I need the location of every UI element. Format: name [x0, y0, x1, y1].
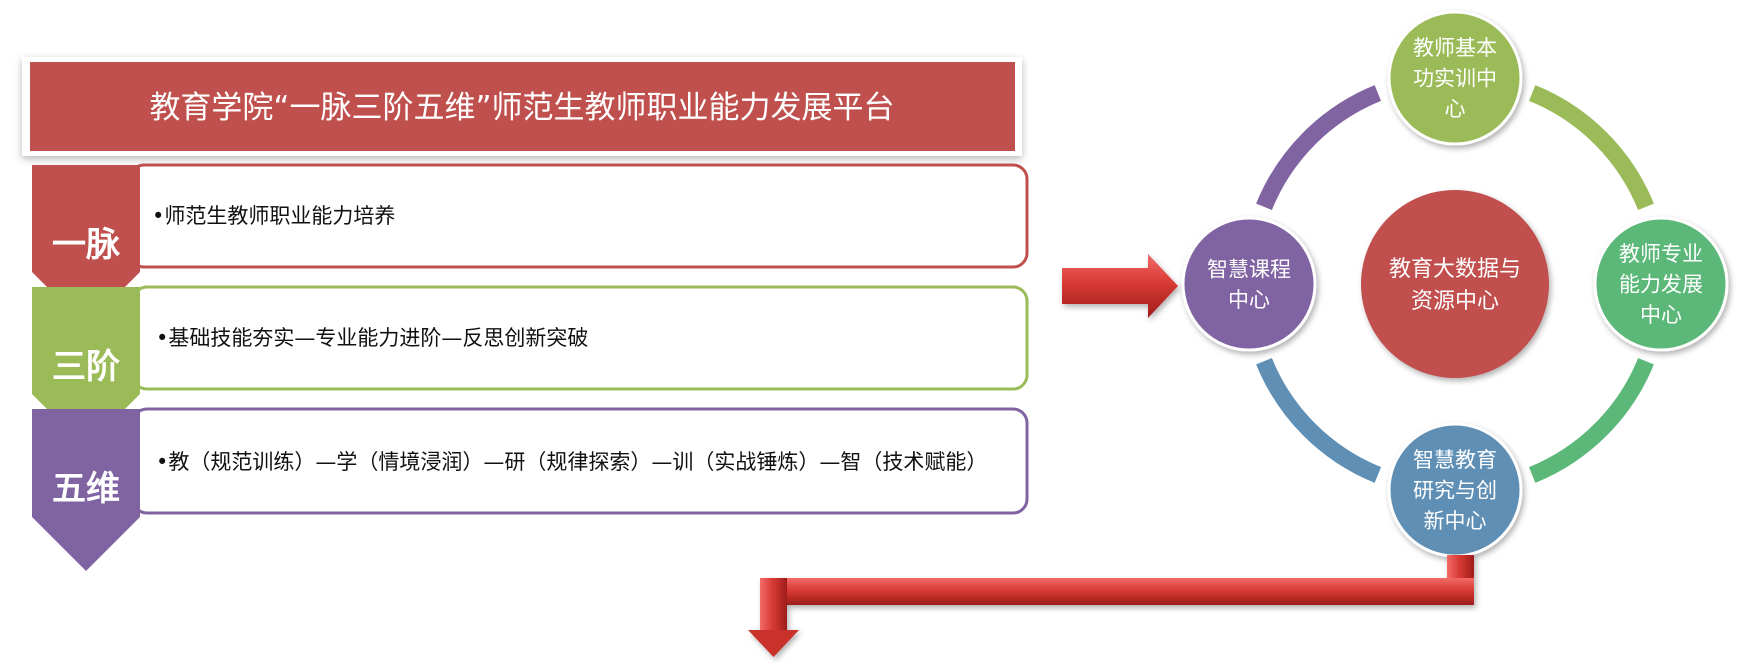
cycle-node-top-label-line-1: 教师基本 — [1413, 36, 1497, 60]
level-1-label: 一脉 — [52, 225, 121, 265]
arrow-right-icon — [1062, 254, 1178, 318]
title-banner-fill — [30, 62, 1015, 151]
level-3-chevron — [32, 409, 140, 571]
cycle-node-right-label-line-2: 能力发展 — [1619, 273, 1703, 297]
cycle-node-bottom-label-line-2: 研究与创 — [1413, 479, 1497, 503]
title-banner: 教育学院“一脉三阶五维”师范生教师职业能力发展平台 — [22, 57, 1022, 156]
elbow-arrow-icon — [748, 555, 1474, 657]
cycle-node-top-label-line-3: 心 — [1445, 97, 1466, 121]
cycle-arc-top — [1528, 85, 1654, 211]
cycle-node-left-label-line-2: 中心 — [1228, 288, 1270, 312]
center-node — [1361, 190, 1549, 378]
level-1-chevron — [32, 165, 140, 326]
level-1-text: •师范生教师职业能力培养 — [152, 204, 395, 228]
elbow-arrow-drop — [760, 578, 787, 632]
elbow-arrow-horizontal — [762, 578, 1474, 605]
cycle-node-right-label-line-1: 教师专业 — [1619, 242, 1703, 266]
cycle-arc-bottom — [1256, 357, 1382, 483]
center-node-label-line-2: 资源中心 — [1411, 289, 1499, 314]
level-2-chevron — [32, 287, 140, 448]
cycle-node-left — [1181, 216, 1317, 352]
level-3-label: 五维 — [52, 469, 120, 509]
center-node-label-line-1: 教育大数据与 — [1389, 257, 1521, 282]
page-title: 教育学院“一脉三阶五维”师范生教师职业能力发展平台 — [149, 90, 894, 126]
elbow-arrow-head — [748, 630, 799, 657]
level-2-label: 三阶 — [52, 347, 120, 387]
cycle-node-right-label-line-3: 中心 — [1640, 303, 1682, 327]
level-rows: •师范生教师职业能力培养 一脉 •基础技能夯实—专业能力进阶—反思创新突破 三阶… — [32, 163, 1029, 571]
level-3-text: •教（规范训练）—学（情境浸润）—研（规律探索）—训（实战锤炼）—智（技术赋能） — [156, 450, 987, 474]
cycle-node-top — [1387, 10, 1523, 146]
cycle-node-left-label-line-1: 智慧课程 — [1207, 257, 1291, 281]
level-2-text: •基础技能夯实—专业能力进阶—反思创新突破 — [156, 326, 588, 350]
cycle-node-top-label-line-2: 功实训中 — [1413, 67, 1497, 91]
cycle-arc-left — [1256, 85, 1382, 211]
cycle-node-right — [1593, 216, 1729, 352]
cycle-node-bottom-label-line-3: 新中心 — [1424, 509, 1487, 533]
cycle-node-bottom-label-line-1: 智慧教育 — [1413, 448, 1497, 472]
cycle-arc-right — [1528, 357, 1654, 483]
